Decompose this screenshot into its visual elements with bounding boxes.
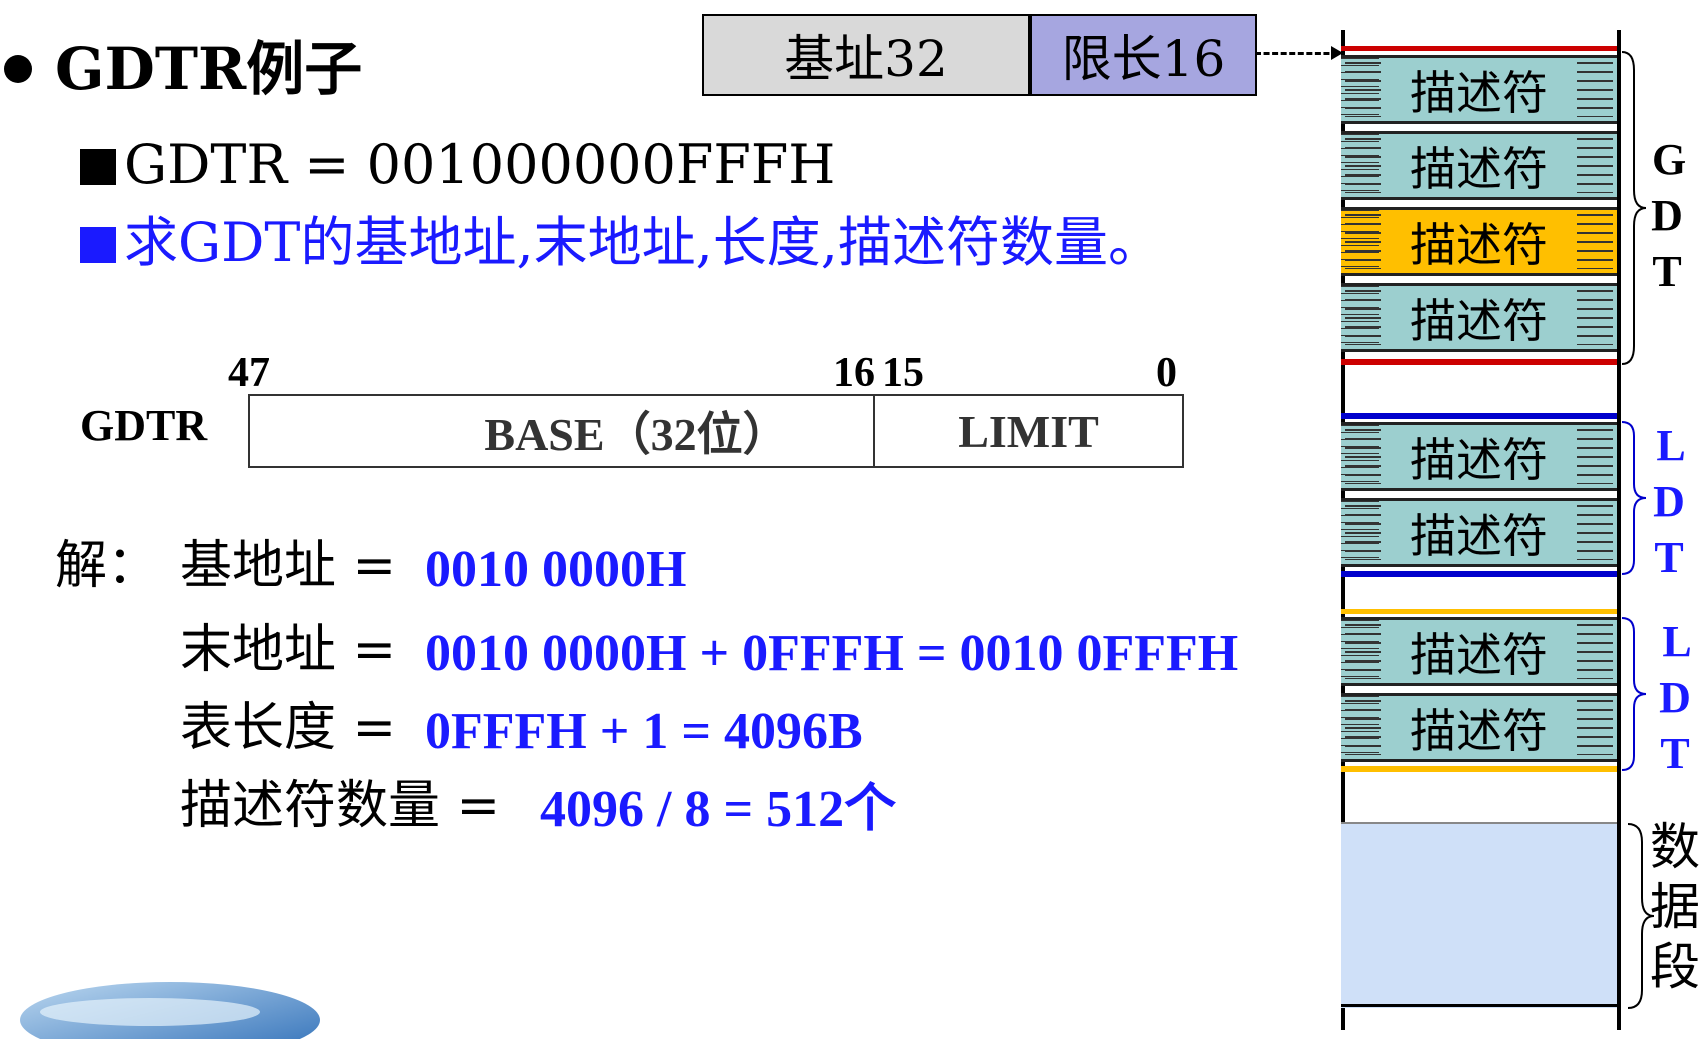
ldt1-descriptor: 描述符: [1341, 422, 1617, 491]
base32-box: 基址32: [702, 14, 1030, 96]
ldt1-label-l: L: [1656, 421, 1686, 470]
bit-47-label: 47: [228, 350, 270, 396]
decorative-swoosh-icon: [20, 982, 320, 1039]
ldt1-descriptor: 描述符: [1341, 498, 1617, 567]
data-label-3: 段: [1650, 938, 1700, 996]
arrow-right-icon: [1331, 46, 1343, 60]
pointer-arrow-line: [1255, 52, 1338, 55]
question-text: 求GDT的基地址,末地址,长度,描述符数量。: [124, 211, 1162, 274]
descriptor-label: 描述符: [1410, 217, 1548, 272]
gdt-label-d: D: [1651, 191, 1683, 240]
data-label-2: 据: [1650, 878, 1700, 936]
ldt1-label-t: T: [1654, 533, 1684, 582]
bit-0-label: 0: [1156, 350, 1177, 396]
descriptor-count-label: 描述符数量 =: [180, 776, 501, 836]
ldt2-brace-icon: [1621, 617, 1647, 771]
table-length-label: 表长度 =: [180, 698, 397, 758]
square-bullet-icon: [80, 227, 116, 263]
gdt-descriptor-highlighted: 描述符: [1341, 207, 1617, 276]
ldt2-descriptor: 描述符: [1341, 693, 1617, 762]
table-length-value: 0FFFH + 1 = 4096B: [425, 703, 863, 760]
gdt-descriptor: 描述符: [1341, 131, 1617, 200]
bit-15-label: 15: [882, 350, 924, 396]
question-line: 求GDT的基地址,末地址,长度,描述符数量。: [80, 216, 1162, 270]
gdt-bottom-border: [1341, 359, 1617, 365]
ldt2-label-l: L: [1662, 617, 1692, 666]
gdtr-value-line: GDTR = 001000000FFFH: [80, 138, 835, 192]
data-segment-block: [1341, 822, 1617, 1008]
descriptor-label: 描述符: [1410, 293, 1548, 348]
gdt-descriptor: 描述符: [1341, 283, 1617, 352]
ldt1-bottom-border: [1341, 571, 1617, 577]
memory-right-wall: [1617, 30, 1621, 1030]
ldt2-top-border: [1341, 609, 1617, 614]
register-box: [248, 394, 1184, 468]
square-bullet-icon: [80, 149, 116, 185]
memory-bottom-line: [1341, 1004, 1617, 1007]
data-brace-icon: [1627, 823, 1655, 1009]
ldt2-descriptor: 描述符: [1341, 617, 1617, 686]
gdt-label-t: T: [1652, 247, 1682, 296]
limit16-box: 限长16: [1030, 14, 1257, 96]
solution-prefix: 解：: [55, 536, 160, 596]
end-address-label: 末地址 =: [180, 620, 397, 680]
ldt1-brace-icon: [1621, 421, 1647, 575]
data-label-1: 数: [1650, 818, 1700, 876]
register-divider: [873, 394, 875, 468]
descriptor-label: 描述符: [1410, 141, 1548, 196]
gdt-label-g: G: [1652, 135, 1687, 184]
gdt-top-border: [1341, 46, 1617, 51]
descriptor-label: 描述符: [1410, 432, 1548, 487]
register-label: GDTR: [80, 401, 208, 450]
gdtr-value-text: GDTR = 001000000FFFH: [124, 133, 836, 196]
base-address-value: 0010 0000H: [425, 541, 687, 598]
ldt1-label-d: D: [1653, 477, 1685, 526]
descriptor-label: 描述符: [1410, 508, 1548, 563]
ldt2-label-d: D: [1659, 673, 1691, 722]
title-bullet-icon: [4, 55, 32, 83]
descriptor-label: 描述符: [1410, 65, 1548, 120]
descriptor-count-value: 4096 / 8 = 512个: [540, 781, 897, 838]
base-field: BASE（32位）: [484, 409, 789, 460]
descriptor-label: 描述符: [1410, 627, 1548, 682]
gdt-descriptor: 描述符: [1341, 55, 1617, 124]
ldt2-bottom-border: [1341, 766, 1617, 772]
limit-field: LIMIT: [958, 405, 1099, 457]
ldt2-label-t: T: [1660, 729, 1690, 778]
ldt1-top-border: [1341, 413, 1617, 419]
bit-16-label: 16: [833, 350, 875, 396]
base-address-label: 基地址 =: [180, 536, 397, 596]
end-address-value: 0010 0000H + 0FFFH = 0010 0FFFH: [425, 625, 1239, 682]
slide-title: GDTR例子: [55, 35, 363, 103]
descriptor-label: 描述符: [1410, 703, 1548, 758]
gdt-brace-icon: [1621, 51, 1647, 365]
